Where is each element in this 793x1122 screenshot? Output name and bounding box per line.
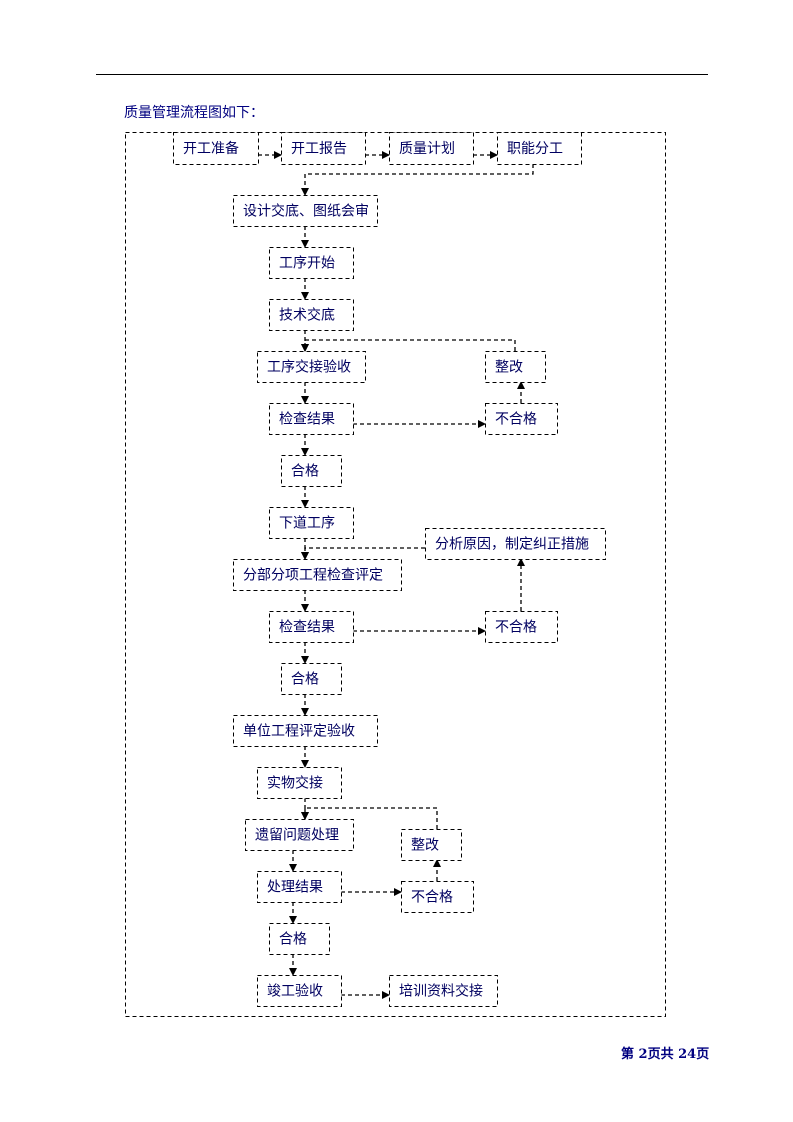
flow-node-label: 工序交接验收 [267,359,351,376]
flow-node-label: 实物交接 [267,775,323,792]
flow-node-label: 开工报告 [291,141,347,157]
flow-node-buhege-2: 不合格 [485,611,558,643]
flow-node-box [257,351,366,383]
flow-node-box [269,299,354,331]
flow-node-xiadao-gongxu: 下道工序 [269,507,354,539]
flow-node-box [389,975,498,1007]
flow-node-fenbu-pingding: 分部分项工程检查评定 [233,559,402,591]
flow-node-zhineng-fengong: 职能分工 [497,132,582,165]
flow-node-kaigong-baogao: 开工报告 [281,132,366,165]
flow-node-label: 竣工验收 [267,984,323,1000]
flow-node-box [257,767,342,799]
flow-node-buhege-1: 不合格 [485,403,558,435]
flow-node-box [425,528,606,560]
flow-node-hege-3: 合格 [269,923,330,955]
flow-node-label: 单位工程评定验收 [243,724,355,740]
flow-node-jungong-yanshou: 竣工验收 [257,975,342,1007]
flow-node-yiliu-wenti: 遗留问题处理 [245,819,354,851]
flow-arrow-zhenggai-2-to-yiliu-wenti [301,807,438,829]
flow-node-jiancha-jieguo-1: 检查结果 [269,403,354,435]
flow-node-box [233,195,378,227]
flow-node-zhiliang-jihua: 质量计划 [389,132,474,165]
flow-node-label: 开工准备 [183,140,239,157]
flow-node-label: 设计交底、图纸会审 [243,203,369,220]
flow-node-box [485,611,558,643]
flow-node-hege-2: 合格 [281,663,342,695]
flow-node-label: 不合格 [495,620,537,636]
flow-node-box [245,819,354,851]
flow-node-zhenggai-1: 整改 [485,351,546,383]
flow-node-box [269,403,354,435]
flow-node-box [257,871,342,903]
flow-node-kaigong-zhunbei: 开工准备 [173,132,259,165]
flow-node-label: 整改 [495,360,523,376]
flow-node-shiwu-jiaojie: 实物交接 [257,767,342,799]
flow-node-buhege-3: 不合格 [401,881,474,913]
flow-node-box [485,403,558,435]
flow-node-gongxu-kaishi: 工序开始 [269,247,354,279]
flow-node-zhenggai-2: 整改 [401,829,462,861]
flow-node-label: 分部分项工程检查评定 [243,568,383,584]
flow-node-label: 培训资料交接 [399,983,483,1000]
flow-node-jiancha-jieguo-2: 检查结果 [269,611,354,643]
flow-node-label: 职能分工 [507,141,563,157]
flow-node-label: 不合格 [411,890,453,906]
flow-node-box [269,247,354,279]
flow-node-label: 下道工序 [279,516,335,532]
flow-node-box [269,923,330,955]
flow-arrow-zhineng-fengong-to-sheji-jiaodi [301,164,534,196]
flow-node-box [233,715,378,747]
flow-node-label: 技术交底 [279,307,335,324]
flow-node-label: 不合格 [495,412,537,428]
flow-node-box [401,829,462,861]
flow-node-jishu-jiaodi: 技术交底 [269,299,354,331]
flow-node-chuli-jieguo: 处理结果 [257,871,342,903]
flow-node-label: 质量计划 [399,141,455,157]
flow-node-box [269,507,354,539]
flow-node-danwei-pingding: 单位工程评定验收 [233,715,378,747]
flow-node-sheji-jiaodi: 设计交底、图纸会审 [233,195,378,227]
flow-node-fenxi-yuanyin: 分析原因，制定纠正措施 [425,528,606,560]
flow-node-hege-1: 合格 [281,455,342,487]
flow-node-label: 检查结果 [279,620,335,636]
flow-node-label: 合格 [291,464,319,480]
flow-node-box [281,663,342,695]
flow-node-box [497,132,582,165]
flow-node-label: 遗留问题处理 [255,828,339,844]
flow-node-box [281,132,366,165]
flow-arrow-zhenggai-1-to-gongxu-jiaojie [301,339,516,352]
flow-node-label: 工序开始 [279,256,335,272]
flow-node-gongxu-jiaojie: 工序交接验收 [257,351,366,383]
flow-node-label: 合格 [279,932,307,948]
intro-text: 质量管理流程图如下： [124,105,264,121]
flow-node-box [401,881,474,913]
flow-arrow-fenxi-yuanyin-to-fenbu-pingding [301,547,425,560]
flow-node-label: 分析原因，制定纠正措施 [435,537,589,553]
flow-node-box [173,132,259,165]
flow-node-label: 整改 [411,838,439,854]
flow-node-box [389,132,474,165]
flow-node-label: 处理结果 [267,880,323,896]
flow-node-box [257,975,342,1007]
flow-node-label: 检查结果 [279,412,335,428]
flow-node-box [233,559,402,591]
flow-node-box [281,455,342,487]
page-number: 第 2页共 24页 [621,1047,710,1062]
flow-node-label: 合格 [291,672,319,688]
flow-node-peixun-ziliao: 培训资料交接 [389,975,498,1007]
flow-node-box [485,351,546,383]
flow-node-box [269,611,354,643]
header-rule [96,74,708,75]
